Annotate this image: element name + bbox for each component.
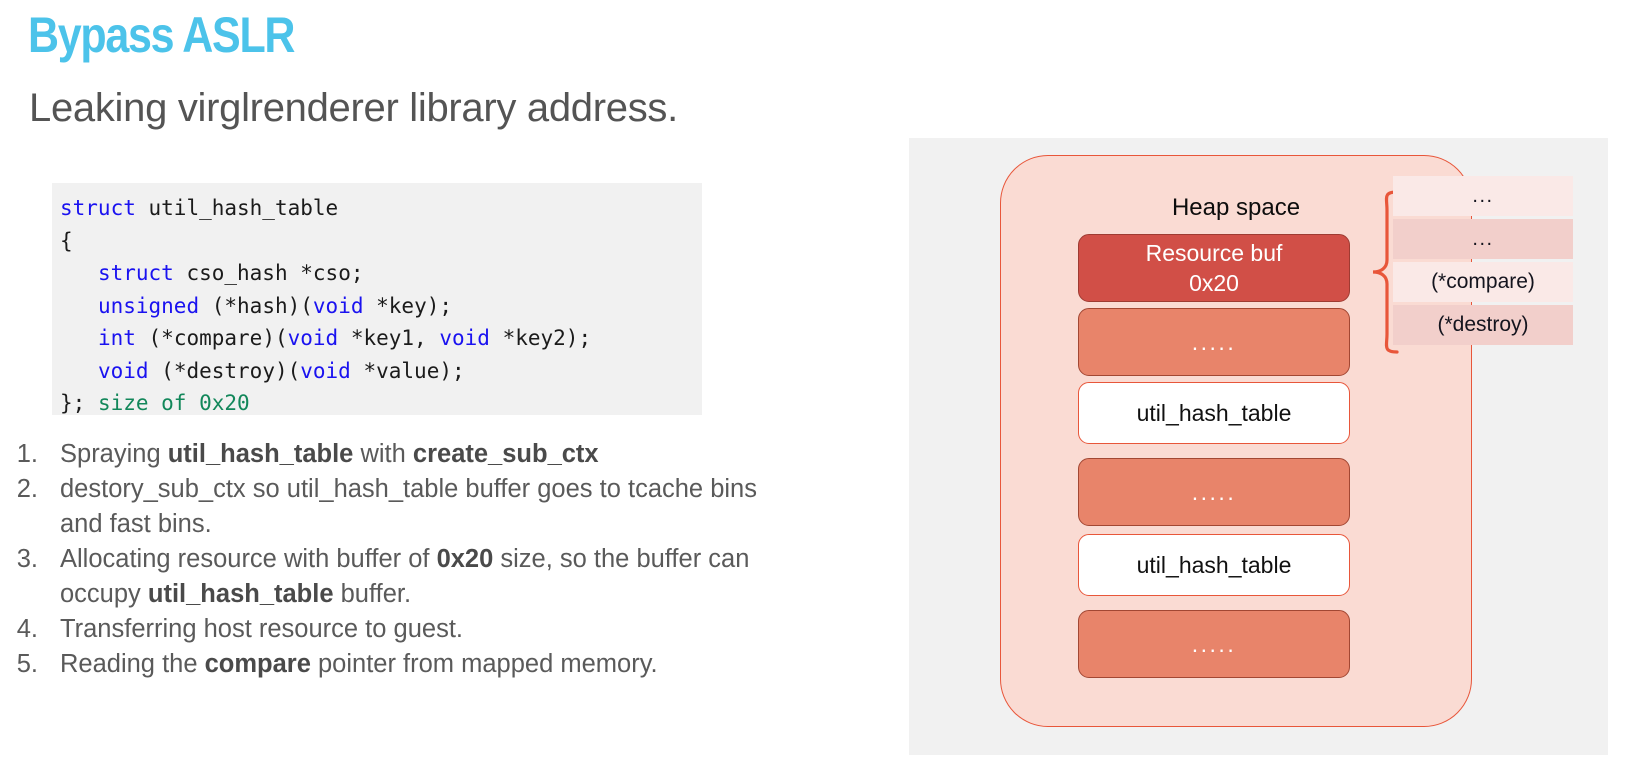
step-fragment: Spraying xyxy=(60,440,168,468)
heap-block-label: util_hash_table xyxy=(1136,400,1292,426)
code-kw-struct-2: struct xyxy=(97,261,174,285)
heap-diagram-panel: Heap space Resource buf 0x20..... util_has… xyxy=(909,138,1608,755)
heap-block-label: Resource buf xyxy=(1145,240,1283,266)
step-item: 1. Spraying util_hash_table with create_s… xyxy=(10,437,770,472)
step-text: Spraying util_hash_table with create_sub… xyxy=(60,437,770,472)
code-param-key: *key); xyxy=(376,293,452,318)
step-number: 3. xyxy=(16,545,38,573)
code-kw-void-3: void xyxy=(439,326,490,350)
step-number: 4. xyxy=(16,615,38,643)
heap-block-label: ..... xyxy=(1191,631,1237,657)
code-field-destroy: (*destroy)( xyxy=(161,358,301,383)
code-kw-struct: struct xyxy=(60,196,136,220)
step-item: 2. destory_sub_ctx so util_hash_table buf… xyxy=(10,472,770,542)
heap-block-sublabel: 0x20 xyxy=(1189,270,1239,296)
step-emphasis: compare xyxy=(204,650,311,678)
code-field-compare: (*compare)( xyxy=(148,326,288,350)
step-item: 3. Allocating resource with buffer of 0x2… xyxy=(10,542,770,612)
step-number: 2. xyxy=(16,475,38,503)
struct-field-row: (*compare) xyxy=(1393,262,1573,302)
code-kw-void-5: void xyxy=(300,358,351,383)
heap-block-uht: util_hash_table xyxy=(1078,534,1350,596)
step-emphasis: util_hash_table xyxy=(147,580,334,608)
code-comment-size: size of 0x20 xyxy=(97,391,250,415)
page-title: Bypass ASLR xyxy=(28,7,295,63)
struct-field-row: ... xyxy=(1393,219,1573,259)
heap-block-uht: util_hash_table xyxy=(1078,382,1350,444)
step-text: destory_sub_ctx so util_hash_table buffe… xyxy=(60,472,770,542)
code-kw-void-2: void xyxy=(287,326,339,350)
heap-block-label: util_hash_table xyxy=(1136,552,1292,578)
step-number: 1. xyxy=(16,440,38,468)
step-fragment: with xyxy=(353,440,413,468)
code-type-cso-hash: cso_hash xyxy=(186,261,288,285)
step-fragment: Allocating resource with buffer of xyxy=(60,545,437,573)
step-emphasis: 0x20 xyxy=(436,545,494,573)
step-emphasis: util_hash_table xyxy=(167,440,354,468)
step-item: 5. Reading the compare pointer from mappe… xyxy=(10,647,770,682)
step-number: 5. xyxy=(16,650,38,678)
code-kw-int: int xyxy=(97,326,136,350)
steps-list: 1. Spraying util_hash_table with create_s… xyxy=(10,437,770,682)
heap-block-label: ..... xyxy=(1191,329,1237,355)
heap-block-filler: ..... xyxy=(1078,458,1350,526)
step-fragment: pointer from mapped memory. xyxy=(310,650,658,678)
step-fragment: Transferring host resource to guest. xyxy=(60,615,463,643)
step-text: Allocating resource with buffer of 0x20 … xyxy=(60,542,770,612)
code-kw-void-4: void xyxy=(97,358,149,383)
step-text: Reading the compare pointer from mapped … xyxy=(60,647,770,682)
heap-block-resource: Resource buf 0x20 xyxy=(1078,234,1350,302)
heap-block-filler: ..... xyxy=(1078,308,1350,376)
step-item: 4. Transferring host resource to guest. xyxy=(10,612,770,647)
heap-block-label: ..... xyxy=(1191,479,1237,505)
code-kw-void-1: void xyxy=(312,293,364,318)
code-param-key2: *key2); xyxy=(502,326,592,350)
step-fragment: destory_sub_ctx so util_hash_table buffe… xyxy=(60,475,757,538)
struct-fields-table: ......(*compare)(*destroy) xyxy=(1393,176,1573,345)
heap-block-filler: ..... xyxy=(1078,610,1350,678)
code-close-brace: }; xyxy=(60,391,86,415)
code-field-cso: *cso; xyxy=(300,261,364,285)
code-snippet: struct util_hash_table { struct cso_hash… xyxy=(52,183,702,415)
code-open-brace: { xyxy=(60,228,73,253)
code-param-key1: *key1, xyxy=(350,326,440,350)
curly-brace-icon xyxy=(1372,190,1399,354)
struct-field-row: ... xyxy=(1393,176,1573,216)
step-emphasis: create_sub_ctx xyxy=(412,440,599,468)
struct-field-row: (*destroy) xyxy=(1393,305,1573,345)
step-fragment: size, so the buffer can occupy xyxy=(60,545,750,608)
step-fragment: Reading the xyxy=(60,650,205,678)
step-text: Transferring host resource to guest. xyxy=(60,612,770,647)
heap-space-label: Heap space xyxy=(1171,194,1301,221)
code-type-util-hash-table: util_hash_table xyxy=(148,196,339,220)
code-param-value: *value); xyxy=(363,358,465,383)
code-field-hash: (*hash)( xyxy=(211,293,313,318)
page-subtitle: Leaking virglrenderer library address. xyxy=(29,86,678,130)
code-kw-unsigned: unsigned xyxy=(97,293,200,318)
step-fragment: buffer. xyxy=(333,580,412,608)
